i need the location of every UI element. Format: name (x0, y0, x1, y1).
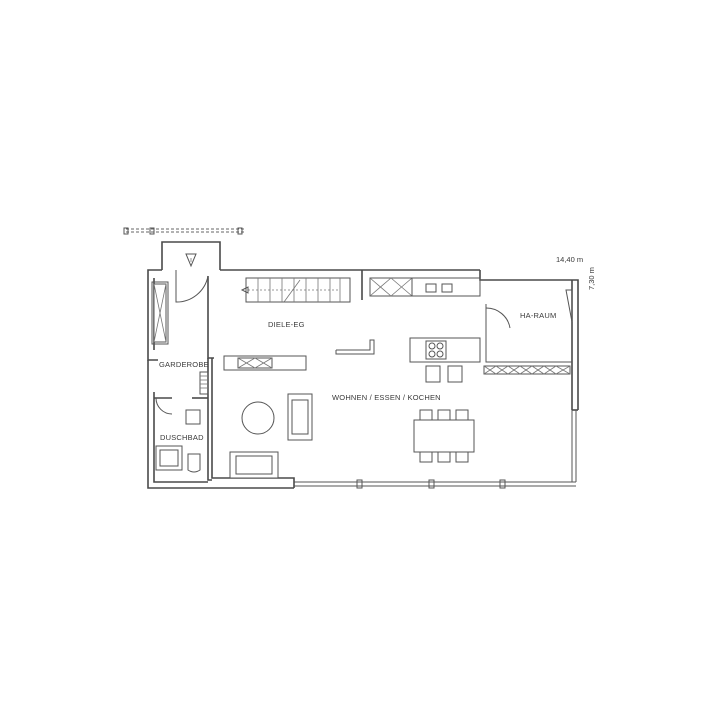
room-label-wohnen: WOHNEN / ESSEN / KOCHEN (332, 393, 441, 402)
entrance-canopy (123, 227, 244, 235)
staircase (240, 277, 351, 303)
sink-icon (185, 409, 201, 425)
dining-table (413, 409, 475, 463)
left-window-shelf (151, 281, 169, 345)
entry-door (175, 270, 209, 303)
sideboard (223, 355, 307, 371)
entrance-porch (161, 241, 221, 270)
toilet-icon (187, 453, 201, 473)
room-label-duschbad: DUSCHBAD (160, 433, 204, 442)
entrance-arrow-icon (185, 253, 197, 268)
exterior-walls (147, 269, 579, 489)
stair-arrow-icon (240, 286, 249, 294)
garderobe-area (147, 360, 209, 395)
dimension-width: 14,40 m (556, 255, 583, 264)
duschbad-room (153, 392, 208, 483)
room-divider-step (335, 339, 375, 355)
ha-raum-room (483, 289, 573, 375)
living-furniture (229, 393, 313, 479)
room-label-garderobe: GARDEROBE (159, 360, 209, 369)
dimension-depth: 7,30 m (587, 267, 596, 290)
kitchen-upper-counter (361, 270, 481, 300)
room-label-ha-raum: HA-RAUM (520, 311, 556, 320)
room-label-diele: DIELE-EG (268, 320, 305, 329)
kitchen-island (409, 337, 481, 383)
